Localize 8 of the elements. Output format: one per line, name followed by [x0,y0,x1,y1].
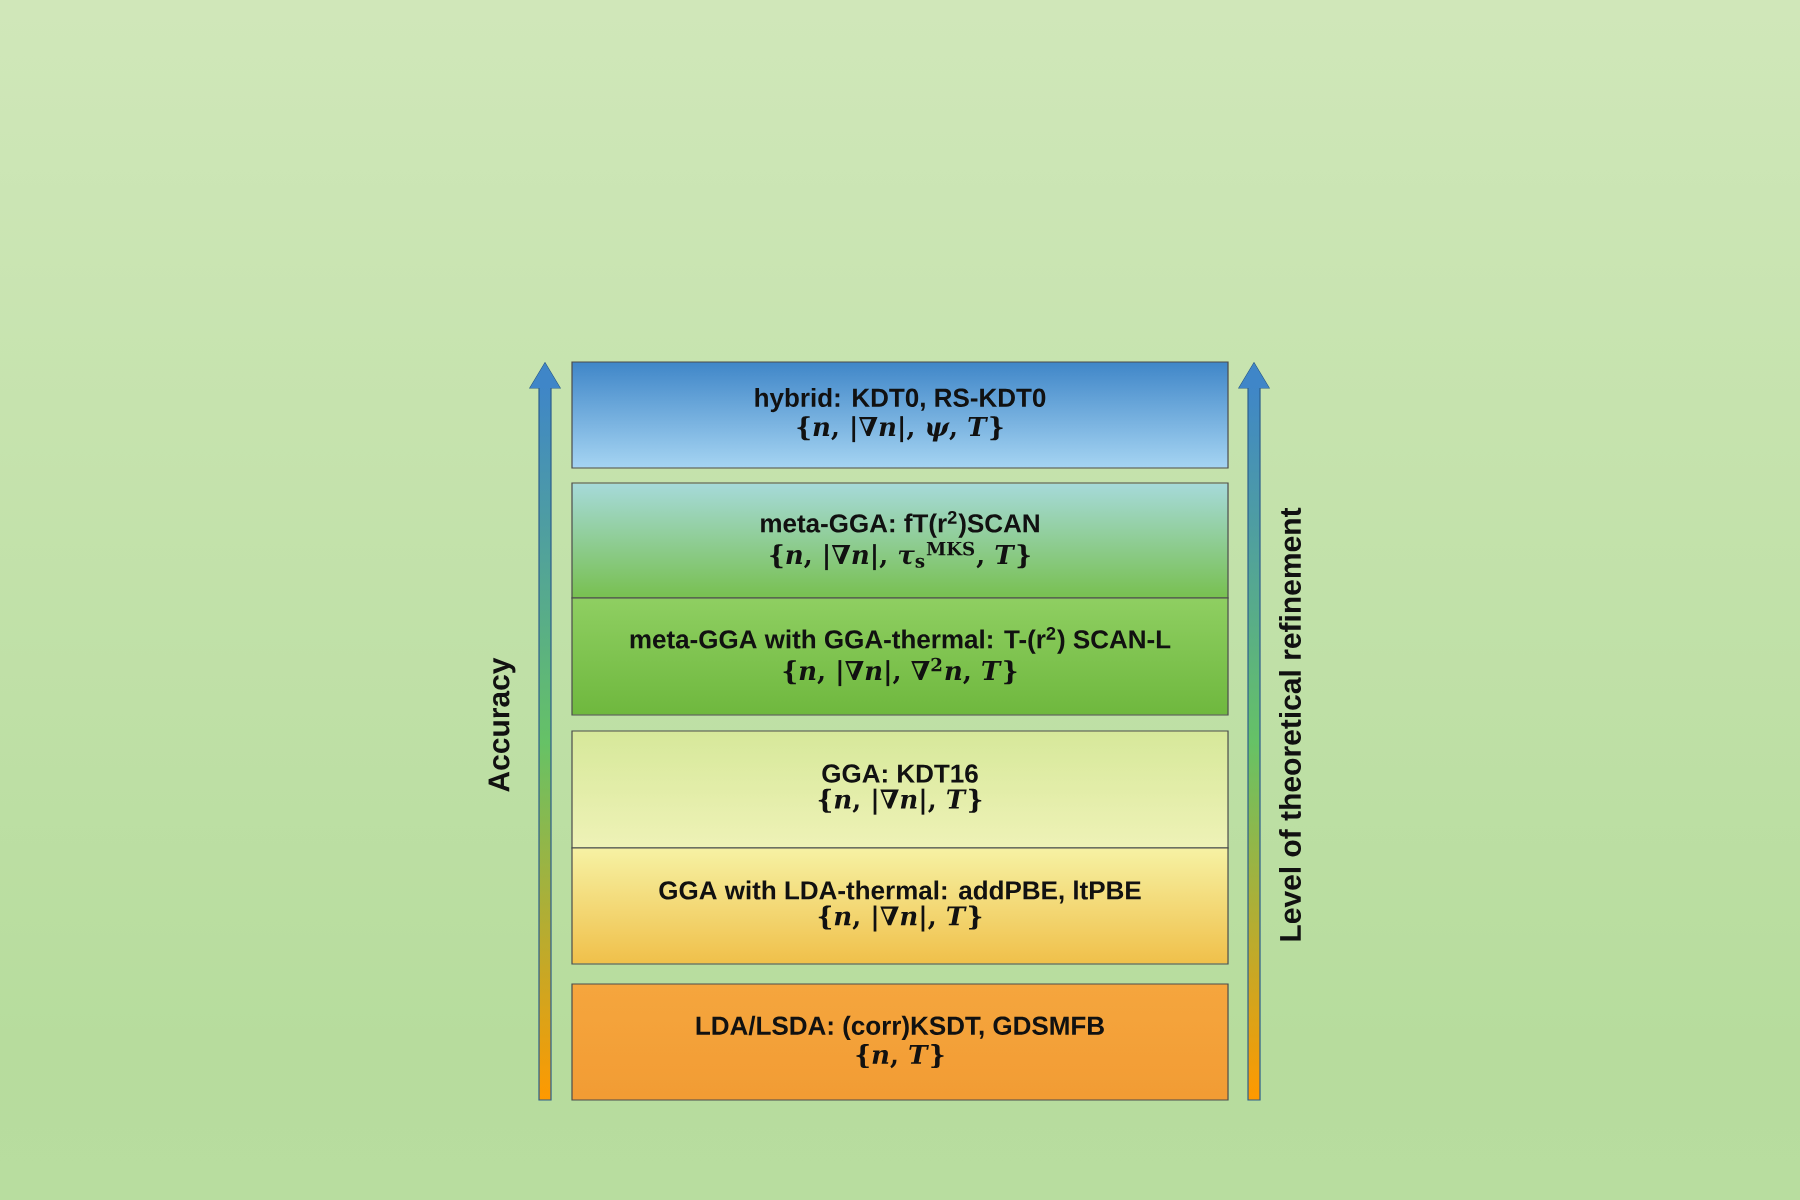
level-box: meta-GGA: fT(r$^{2}$)SCAN {n, |∇n|, τ$_{s}$$^{MKS}$, T} [571,482,1229,599]
level-box: GGA with LDA-thermal: addPBE, ltPBE {n, |∇n|, T} [571,847,1229,965]
level-box: GGA: KDT16 {n, |∇n|, T} [571,730,1229,849]
level-box: meta-GGA with GGA-thermal: T-(r$^{2}$) SCAN-L {n, |∇n|, ∇$^{2}$n, T} [571,597,1229,716]
axis-label: Accuracy [488,657,516,792]
axis-label: Level of theoretical refinement [1279,507,1301,941]
level-box: LDA/LSDA: (corr)KSDT, GDSMFB {n, T} [571,983,1229,1101]
level-box: hybrid: KDT0, RS-KDT0 {n, |∇n|, ψ, T} [571,361,1229,469]
